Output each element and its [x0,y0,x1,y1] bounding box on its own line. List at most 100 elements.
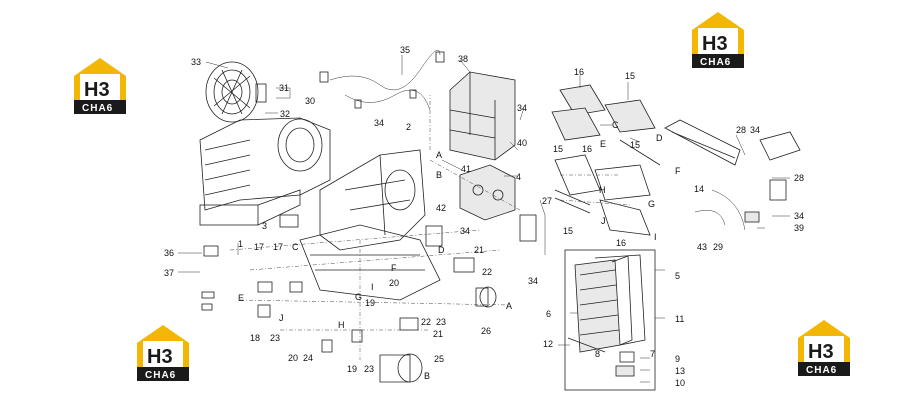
callout-17: 17 [254,242,264,252]
callout-4: 4 [516,172,521,182]
assembly-lines [229,95,631,360]
callout-letter-I: I [654,232,657,242]
callout-35: 35 [400,45,410,55]
logo-word: CHA6 [82,103,113,114]
callout-30: 30 [305,96,315,106]
callout-2: 2 [406,122,411,132]
callout-37: 37 [164,268,174,278]
callout-9: 9 [675,354,680,364]
callout-letter-H: H [599,185,606,195]
callout-11: 11 [675,314,684,324]
callout-34: 34 [460,226,470,236]
callout-33: 33 [191,57,201,67]
logo-word: CHA6 [145,370,176,381]
part-blower-motor [205,61,267,123]
callout-letter-J: J [279,313,284,323]
callout-7: 7 [650,349,655,359]
logo-top-left: H3 CHA6 [74,58,126,114]
part-heater-case [319,149,426,251]
callout-14: 14 [694,184,704,194]
callout-19: 19 [365,298,375,308]
logo-word: CHA6 [806,365,837,376]
callout-23: 23 [364,364,374,374]
callout-25: 25 [434,354,444,364]
callout-16: 16 [574,67,584,77]
part-fan-motor [379,353,423,383]
callout-19: 19 [347,364,357,374]
callout-43: 43 [697,242,707,252]
callout-20: 20 [288,353,298,363]
callout-36: 36 [164,248,174,258]
callout-letter-G: G [648,199,655,209]
callout-letter-C: C [292,242,299,252]
callout-15: 15 [625,71,635,81]
callout-letter-E: E [600,139,606,149]
callout-10: 10 [675,378,685,388]
callout-5: 5 [675,271,680,281]
part-sensor-cable [694,189,760,231]
logo-top-right: H3 CHA6 [692,12,744,68]
callout-letter-H: H [338,320,345,330]
callout-38: 38 [458,54,468,64]
callout-letter-F: F [391,263,397,273]
callout-letter-G: G [355,292,362,302]
callout-23: 23 [270,333,280,343]
callout-42: 42 [436,203,446,213]
part-evaporator-block [449,71,516,161]
logo-letters: H3 [147,346,173,368]
callout-34: 34 [528,276,538,286]
leader-lines [178,55,790,383]
callout-letter-B: B [436,170,442,180]
callout-39: 39 [794,223,804,233]
callout-40: 40 [517,138,527,148]
callout-20: 20 [389,278,399,288]
callout-17: 17 [273,242,283,252]
callout-32: 32 [280,109,290,119]
callout-letter-D: D [438,245,445,255]
part-wiring-harness [319,49,445,111]
callout-letter-A: A [436,150,442,160]
part-control-unit [459,164,516,221]
logo-bottom-right: H3 CHA6 [798,320,850,376]
logo-bottom-left: H3 CHA6 [137,325,189,381]
callout-29: 29 [713,242,723,252]
callout-labels: 33 31 30 32 35 34 2 38 34 40 A B 41 4 27… [164,45,804,388]
callout-23: 23 [436,317,446,327]
callout-22: 22 [421,317,431,327]
logo-letters: H3 [84,79,110,101]
callout-16: 16 [616,238,626,248]
callout-34: 34 [517,103,527,113]
callout-letter-D: D [656,133,663,143]
callout-12: 12 [543,339,553,349]
part-blower-housing [199,117,331,226]
callout-28: 28 [794,173,804,183]
callout-8: 8 [595,349,600,359]
callout-34: 34 [750,125,760,135]
logo-word: CHA6 [700,57,731,68]
part-actuator [475,286,497,308]
callout-24: 24 [303,353,313,363]
callout-6: 6 [546,309,551,319]
callout-letter-J: J [601,216,606,226]
callout-13: 13 [675,366,685,376]
callout-31: 31 [279,83,289,93]
callout-letter-A: A [506,301,512,311]
part-lower-duct [299,224,441,301]
callout-16: 16 [582,144,592,154]
callout-3: 3 [262,221,267,231]
callout-1: 1 [238,239,243,249]
callout-letter-C: C [612,120,619,130]
logo-letters: H3 [808,341,834,363]
callout-28: 28 [736,125,746,135]
part-flaps [551,84,661,236]
callout-34: 34 [374,118,384,128]
callout-15: 15 [563,226,573,236]
callout-18: 18 [250,333,260,343]
callout-15: 15 [630,140,640,150]
callout-26: 26 [481,326,491,336]
callout-letter-I: I [371,282,374,292]
callout-21: 21 [474,245,484,255]
callout-27: 27 [542,196,552,206]
callout-letter-F: F [675,166,681,176]
